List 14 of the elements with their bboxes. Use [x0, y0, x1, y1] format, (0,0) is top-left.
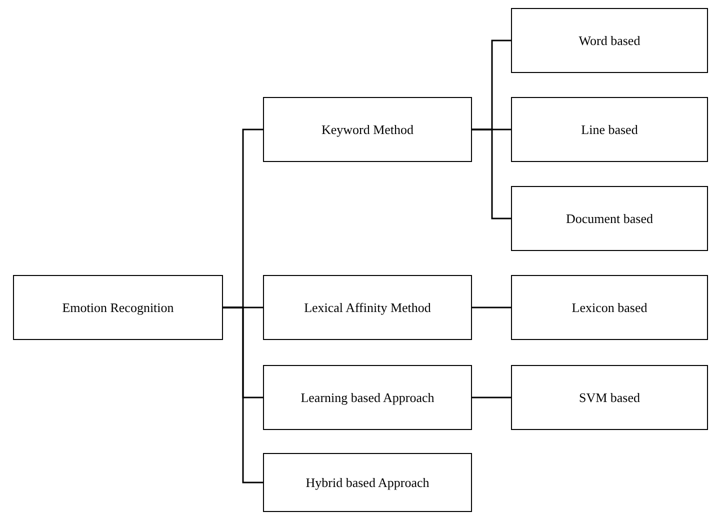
- category-box: Line based: [511, 97, 708, 162]
- connector-line: [472, 396, 511, 398]
- category-box: Document based: [511, 186, 708, 251]
- category-box: Keyword Method: [263, 97, 472, 162]
- connector-line: [472, 306, 511, 308]
- connector-line: [472, 128, 511, 220]
- category-box: SVM based: [511, 365, 708, 430]
- category-box: Learning based Approach: [263, 365, 472, 430]
- category-box: Lexicon based: [511, 275, 708, 340]
- category-box: Emotion Recognition: [13, 275, 223, 340]
- category-box: Word based: [511, 8, 708, 73]
- category-box: Lexical Affinity Method: [263, 275, 472, 340]
- connector-line: [223, 306, 263, 484]
- category-box: Hybrid based Approach: [263, 453, 472, 512]
